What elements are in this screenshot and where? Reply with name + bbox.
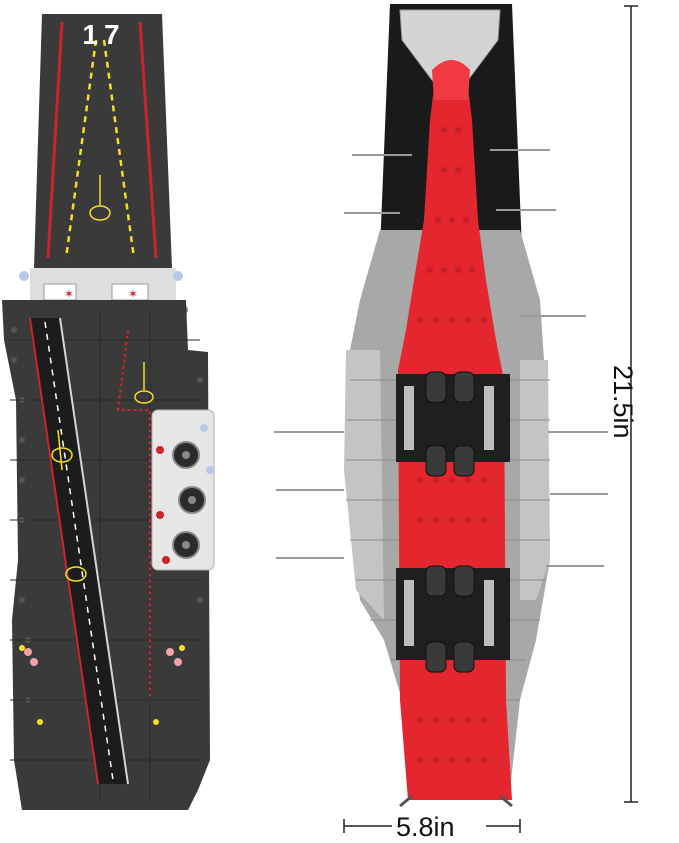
width-dimension-label: 5.8in bbox=[396, 812, 455, 842]
deck-top-view: 17 ✶ ✶ bbox=[2, 14, 215, 810]
wheel-module-upper bbox=[396, 371, 510, 477]
island-tower bbox=[151, 409, 215, 571]
width-dimension-line bbox=[343, 819, 521, 833]
height-dimension-line bbox=[624, 5, 638, 803]
star-icon: ✶ bbox=[128, 287, 138, 301]
star-icon: ✶ bbox=[64, 287, 74, 301]
wheel-module-lower bbox=[396, 565, 510, 673]
hull-number: 17 bbox=[82, 19, 125, 50]
hull-bottom-view bbox=[274, 4, 608, 808]
height-dimension-label: 21.5in bbox=[608, 365, 638, 439]
deck-bow bbox=[34, 14, 172, 268]
